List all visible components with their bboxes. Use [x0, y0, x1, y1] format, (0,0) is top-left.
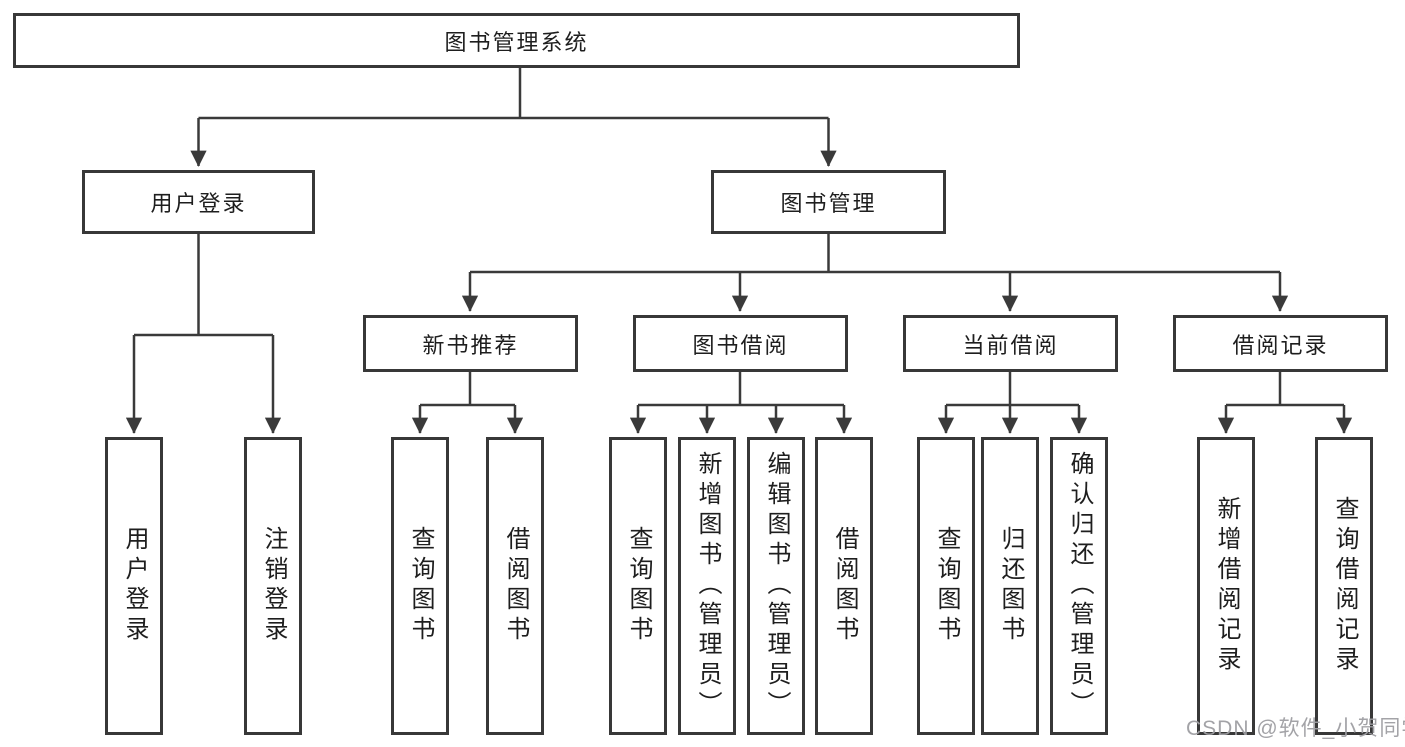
leaf-confirm-return-admin: 确认归还（管理员）: [1050, 437, 1108, 735]
leaf-return-books: 归还图书: [981, 437, 1039, 735]
node-borrowing-records: 借阅记录: [1173, 315, 1388, 372]
node-library-management-system: 图书管理系统: [13, 13, 1020, 68]
leaf-add-borrow-record: 新增借阅记录: [1197, 437, 1255, 735]
leaf-logout-label: 注销登录: [260, 526, 287, 646]
csdn-watermark: CSDN @软件_小贺同学: [1186, 717, 1405, 740]
leaf-add-books-admin-label: 新增图书（管理员）: [694, 451, 721, 721]
node-new-book-recommend: 新书推荐: [363, 315, 578, 372]
leaf-query-books-recommend-label: 查询图书: [407, 526, 434, 646]
leaf-add-books-admin: 新增图书（管理员）: [678, 437, 736, 735]
leaf-user-login-label: 用户登录: [121, 526, 148, 646]
leaf-return-books-label: 归还图书: [997, 526, 1024, 646]
leaf-query-books-recommend: 查询图书: [391, 437, 449, 735]
leaf-query-borrow-record-label: 查询借阅记录: [1331, 496, 1358, 676]
leaf-borrow-books: 借阅图书: [815, 437, 873, 735]
leaf-user-login: 用户登录: [105, 437, 163, 735]
leaf-edit-books-admin: 编辑图书（管理员）: [747, 437, 805, 735]
leaf-logout: 注销登录: [244, 437, 302, 735]
node-book-management: 图书管理: [711, 170, 946, 234]
node-current-borrowing: 当前借阅: [903, 315, 1118, 372]
leaf-borrow-books-label: 借阅图书: [831, 526, 858, 646]
leaf-add-borrow-record-label: 新增借阅记录: [1213, 496, 1240, 676]
leaf-borrow-books-recommend-label: 借阅图书: [502, 526, 529, 646]
leaf-confirm-return-admin-label: 确认归还（管理员）: [1066, 451, 1093, 721]
leaf-borrow-books-recommend: 借阅图书: [486, 437, 544, 735]
leaf-edit-books-admin-label: 编辑图书（管理员）: [763, 451, 790, 721]
leaf-query-books-borrow-label: 查询图书: [625, 526, 652, 646]
leaf-query-books-current-label: 查询图书: [933, 526, 960, 646]
leaf-query-books-borrow: 查询图书: [609, 437, 667, 735]
leaf-query-books-current: 查询图书: [917, 437, 975, 735]
node-book-borrowing: 图书借阅: [633, 315, 848, 372]
leaf-query-borrow-record: 查询借阅记录: [1315, 437, 1373, 735]
node-user-login: 用户登录: [82, 170, 315, 234]
